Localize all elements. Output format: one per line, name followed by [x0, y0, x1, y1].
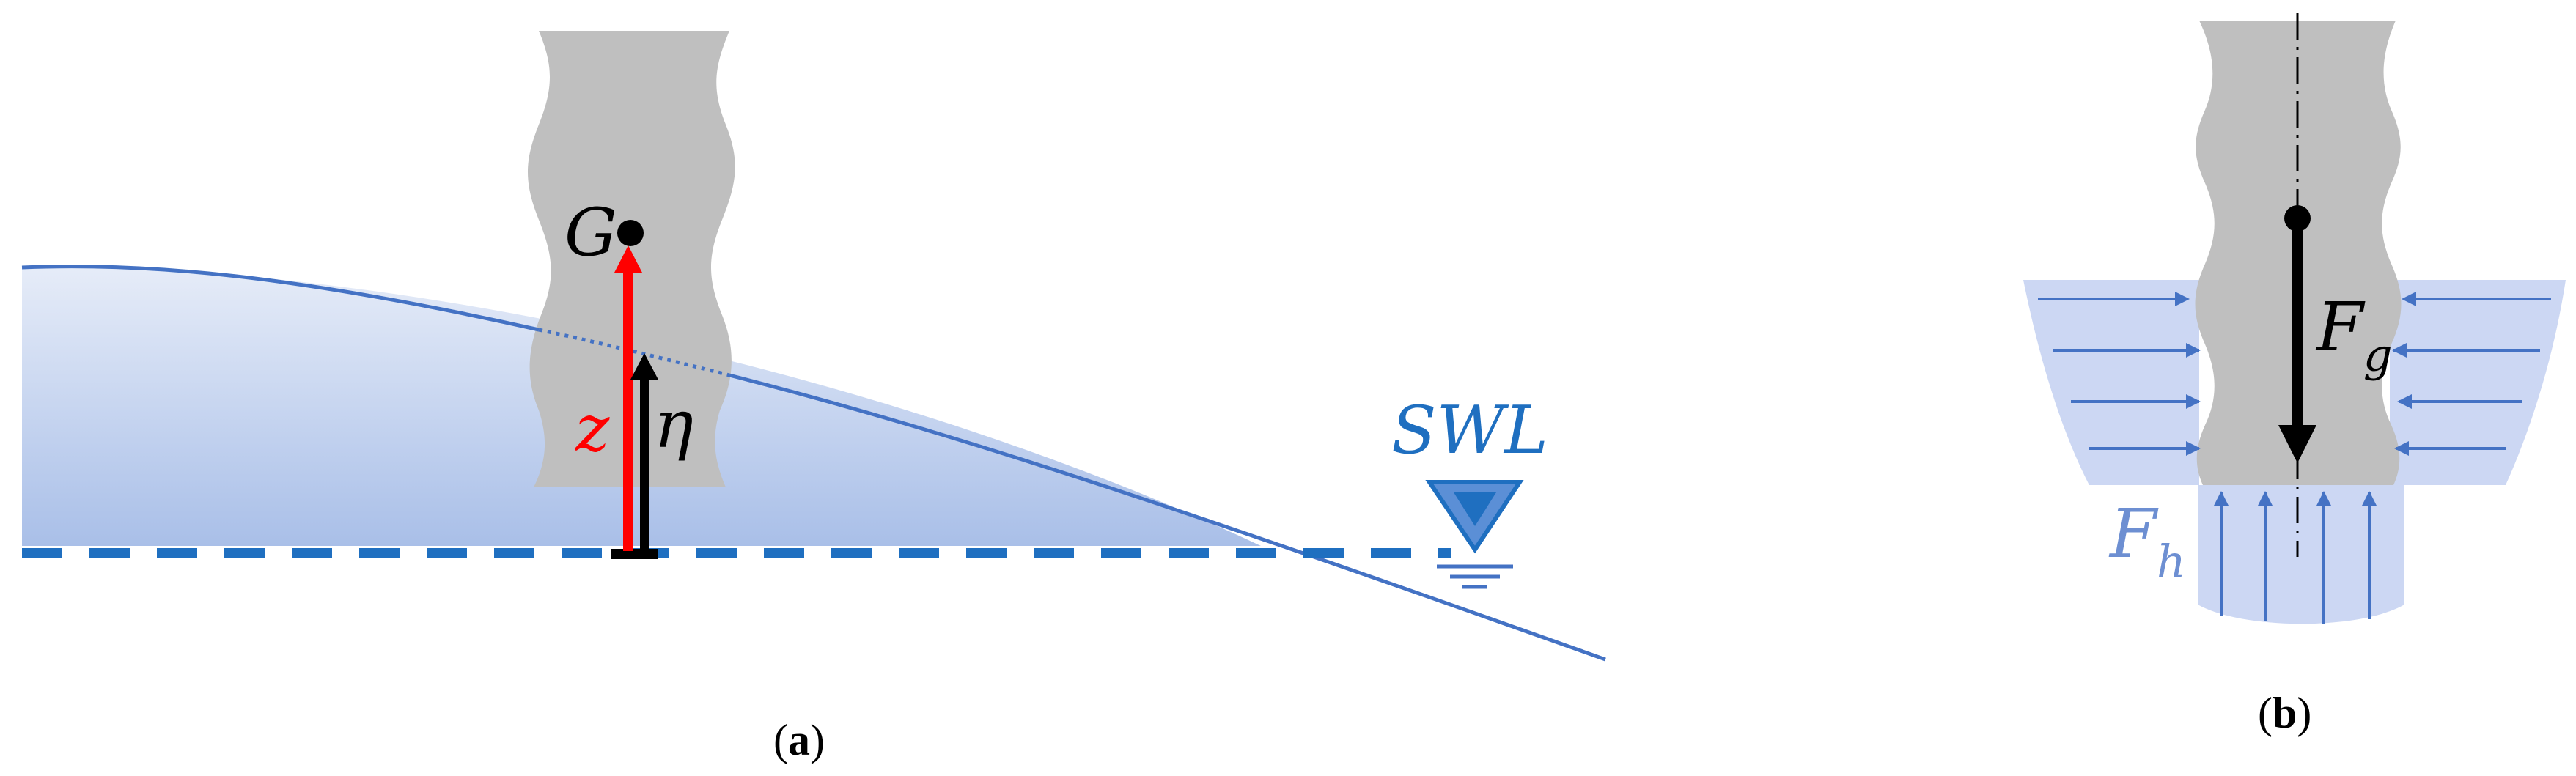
- gravity-arrow-head: [2278, 425, 2316, 463]
- panel-b: Fg Fh (b): [2023, 13, 2566, 737]
- g-label: G: [564, 194, 617, 271]
- wave-surface-line: [21, 265, 540, 332]
- eta-label: η: [654, 386, 693, 463]
- pressure-region-bottom: [2198, 485, 2404, 624]
- z-label: z: [575, 391, 610, 466]
- panel-a: SWL G z η (a): [21, 31, 1606, 764]
- wave-surface-line-right: [729, 373, 1606, 662]
- swl-inner-triangle: [1454, 492, 1496, 526]
- eta-arrow-head: [630, 353, 658, 380]
- gravity-origin-dot: [2284, 205, 2311, 232]
- reference-base-bar: [611, 549, 658, 559]
- caption-a: (a): [773, 716, 825, 764]
- center-of-gravity-dot: [617, 220, 644, 246]
- caption-b: (b): [2258, 689, 2311, 737]
- fg-label: Fg: [2315, 288, 2393, 382]
- swl-label: SWL: [1391, 392, 1548, 469]
- pressure-region-right: [2390, 280, 2566, 485]
- fh-label: Fh: [2108, 495, 2186, 588]
- wave-surface-line-hidden: [538, 328, 730, 377]
- z-arrow-head: [614, 245, 642, 273]
- pressure-region-left: [2023, 280, 2199, 485]
